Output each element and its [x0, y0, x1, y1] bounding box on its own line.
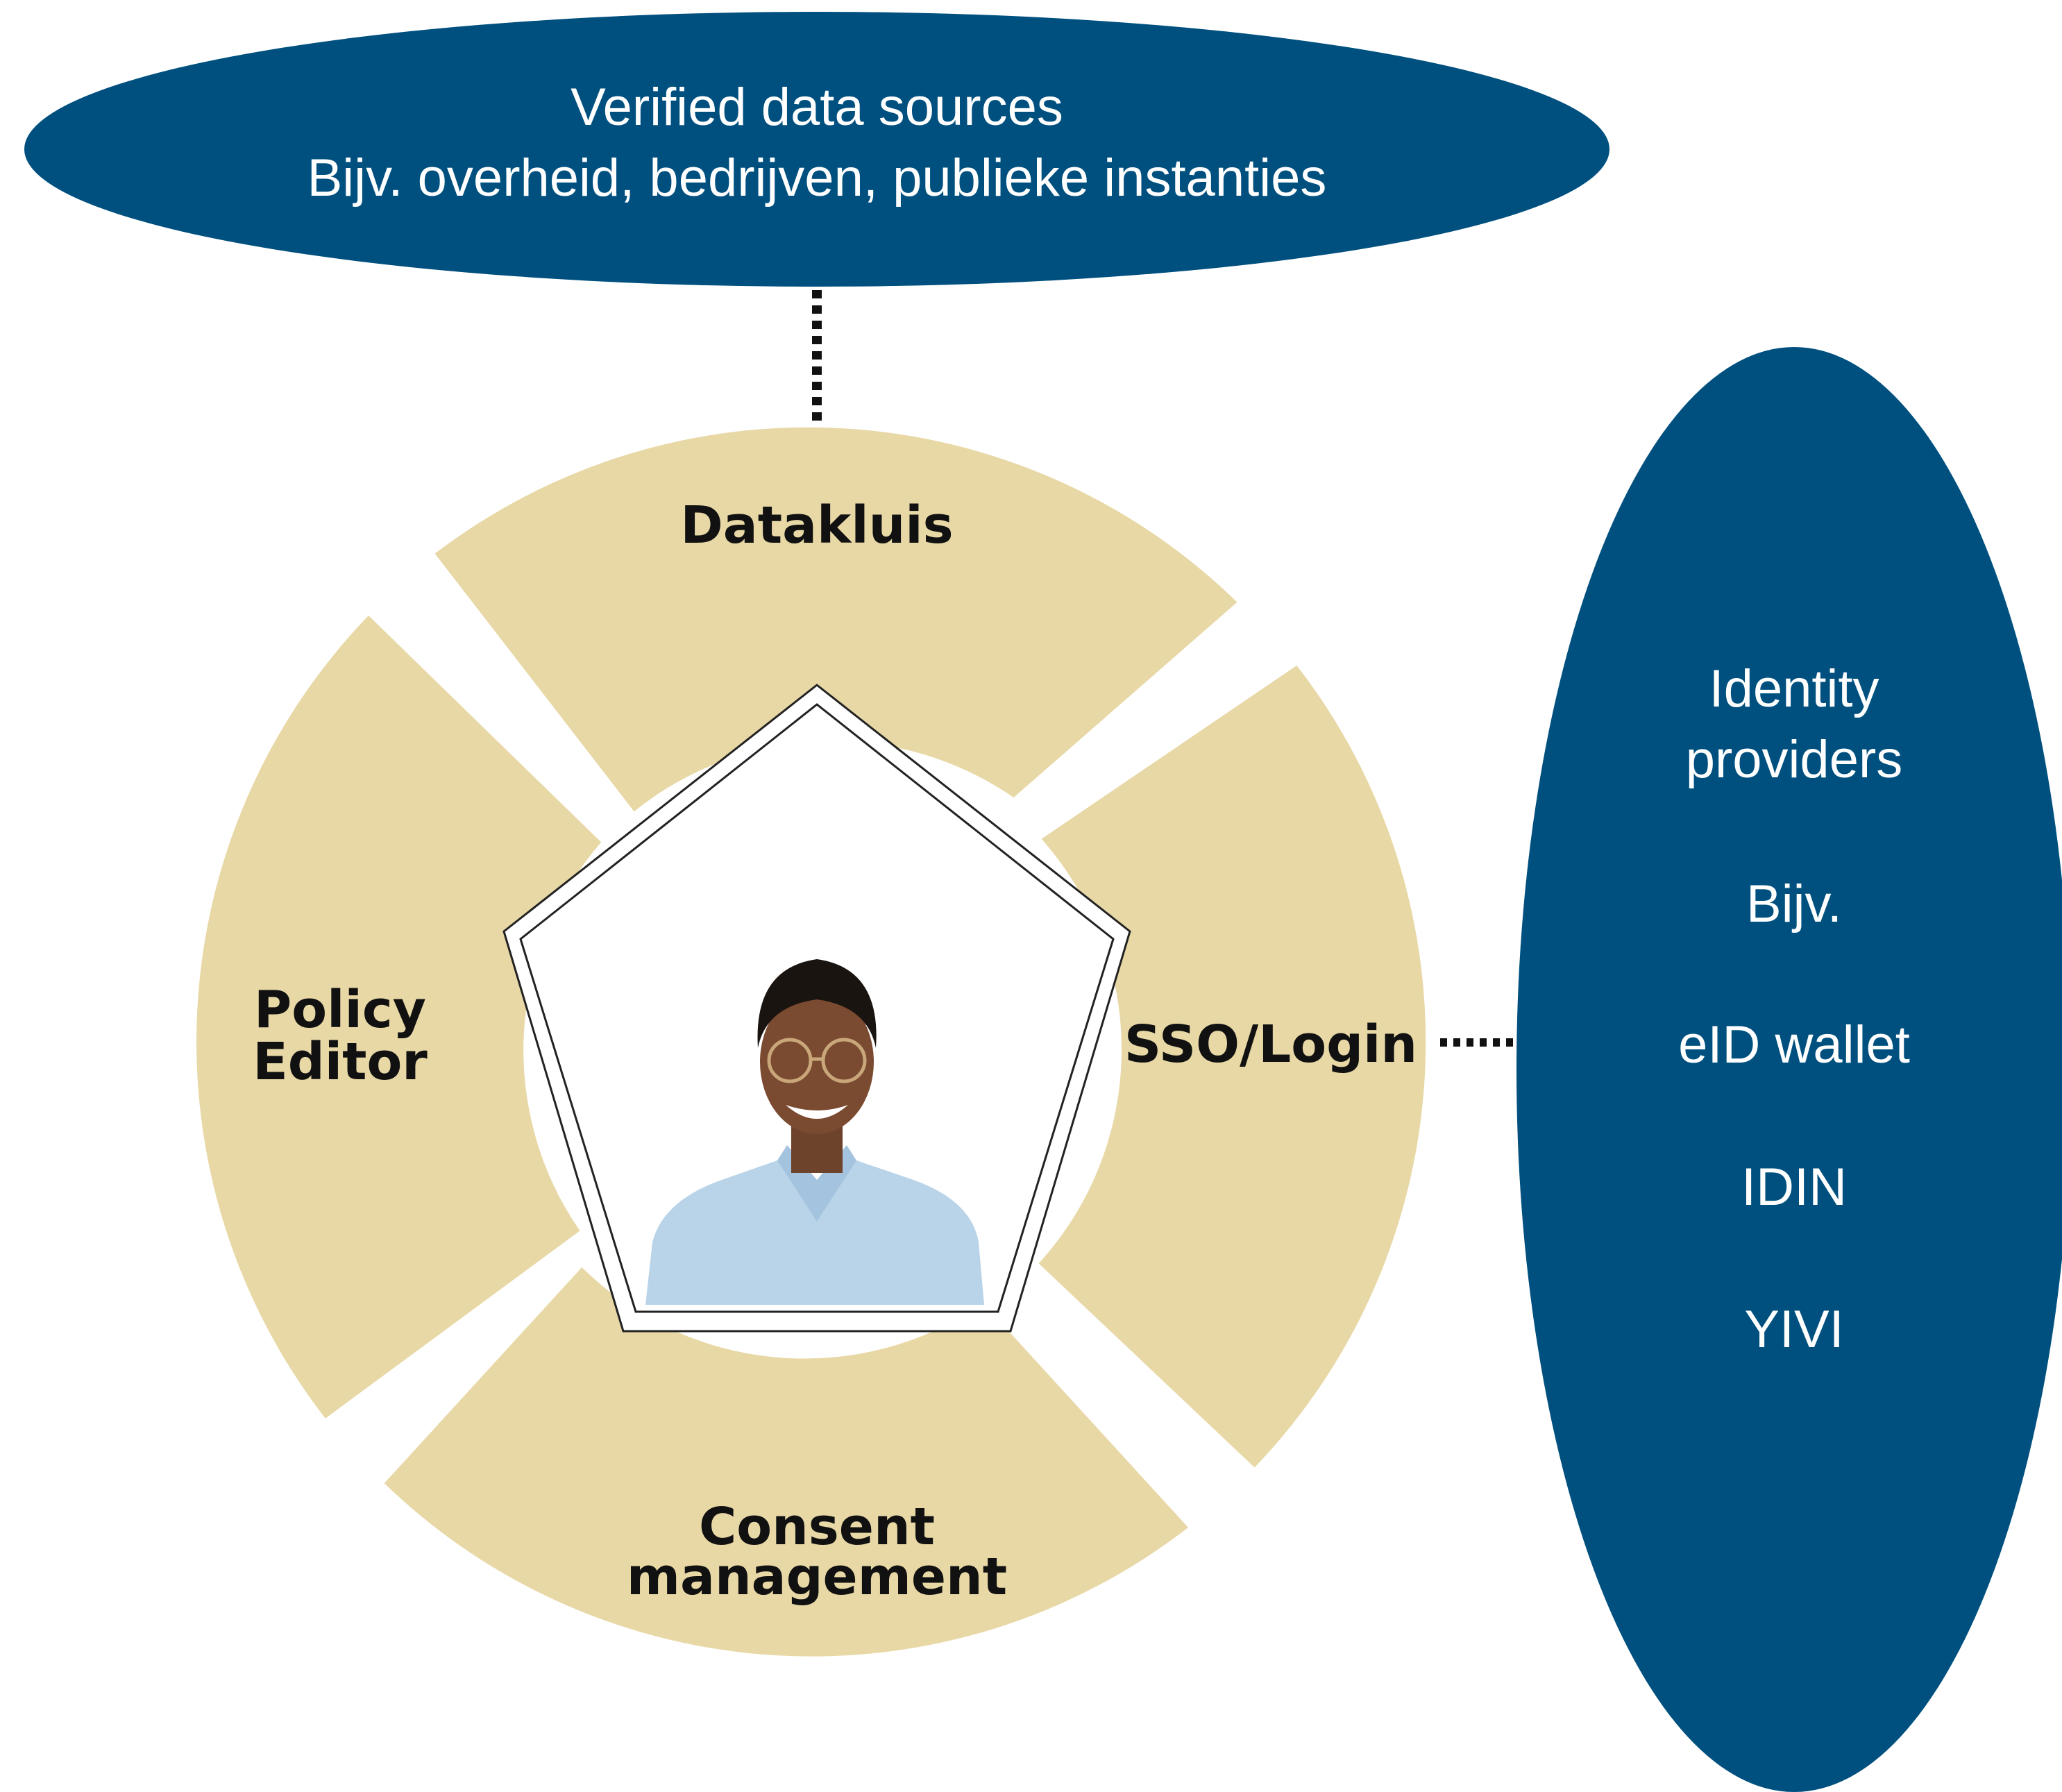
segment-label-consent: Consent [699, 1497, 935, 1557]
person-smile [786, 1105, 848, 1119]
identity-providers-example-label: Bijv. [1746, 874, 1842, 933]
segment-label-sso-login: SSO/Login [1124, 1015, 1417, 1074]
identity-provider-yivi: YIVI [1744, 1300, 1844, 1359]
segment-datakluis [434, 427, 1237, 812]
identity-providers-title-line2: providers [1686, 730, 1903, 789]
person-face [760, 990, 874, 1134]
segment-sso-login [1038, 665, 1426, 1468]
segment-policy-editor [196, 615, 602, 1419]
center-pentagon [502, 684, 1131, 1333]
verified-data-sources-examples: Bijv. overheid, bedrijven, publieke inst… [307, 149, 1327, 208]
identity-providers-title-line1: Identity [1709, 659, 1879, 718]
verified-data-sources-ellipse [24, 12, 1609, 287]
segment-label-policy: Policy [254, 980, 426, 1040]
segment-label-management: management [627, 1547, 1007, 1607]
identity-provider-eid-wallet: eID wallet [1678, 1015, 1910, 1074]
verified-data-sources-title: Verified data sources [571, 78, 1063, 137]
person-portrait [645, 959, 984, 1305]
person-hair [757, 959, 877, 1048]
person-shirt [645, 1160, 984, 1305]
verified-data-sources-node: Verified data sources Bijv. overheid, be… [24, 12, 1609, 287]
identity-provider-idin: IDIN [1741, 1158, 1847, 1217]
segment-label-datakluis: Datakluis [680, 496, 953, 555]
segment-label-editor: Editor [253, 1032, 428, 1092]
service-ring [196, 427, 1426, 1657]
identity-providers-node: Identity providers Bijv. eID wallet IDIN… [1516, 347, 2062, 1792]
segment-consent-management [384, 1267, 1189, 1657]
identity-providers-ellipse [1516, 347, 2062, 1792]
